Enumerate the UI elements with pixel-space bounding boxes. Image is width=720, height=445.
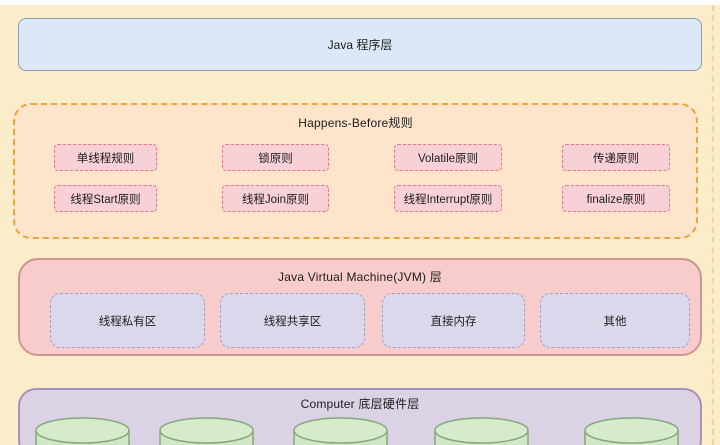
node-rule-thread-interrupt: 线程Interrupt原则 xyxy=(394,185,502,212)
hardware-cylinder-icon xyxy=(34,417,131,445)
node-jvm-thread-private-area: 线程私有区 xyxy=(50,293,205,348)
group-happens-before: Happens-Before规则 单线程规则 锁原则 Volatile原则 传递… xyxy=(13,103,698,239)
group-happens-before-title: Happens-Before规则 xyxy=(298,116,413,130)
group-jvm-layer-title: Java Virtual Machine(JVM) 层 xyxy=(278,270,442,284)
node-rule-thread-join: 线程Join原则 xyxy=(222,185,329,212)
node-rule-finalize: finalize原则 xyxy=(562,185,670,212)
node-rule-lock: 锁原则 xyxy=(222,144,329,171)
node-rule-single-thread: 单线程规则 xyxy=(54,144,157,171)
node-jvm-other: 其他 xyxy=(540,293,690,348)
node-java-app-layer-label: Java 程序层 xyxy=(327,38,393,52)
hardware-cylinder-icon xyxy=(158,417,255,445)
hardware-cylinder-icon xyxy=(292,417,389,445)
node-jvm-direct-memory: 直接内存 xyxy=(382,293,525,348)
hardware-cylinder-icon xyxy=(583,417,680,445)
node-jvm-thread-shared-area: 线程共享区 xyxy=(220,293,365,348)
node-rule-transitivity: 传递原则 xyxy=(562,144,670,171)
outer-dashed-border-fragment xyxy=(712,5,714,445)
group-hardware-layer-title: Computer 底层硬件层 xyxy=(300,397,420,411)
group-hardware-layer: Computer 底层硬件层 xyxy=(18,388,702,445)
node-java-app-layer: Java 程序层 xyxy=(18,18,702,71)
group-jvm-layer: Java Virtual Machine(JVM) 层 线程私有区 线程共享区 … xyxy=(18,258,702,356)
hardware-cylinder-icon xyxy=(433,417,530,445)
top-strip xyxy=(0,0,720,5)
node-rule-thread-start: 线程Start原则 xyxy=(54,185,157,212)
node-rule-volatile: Volatile原则 xyxy=(394,144,502,171)
